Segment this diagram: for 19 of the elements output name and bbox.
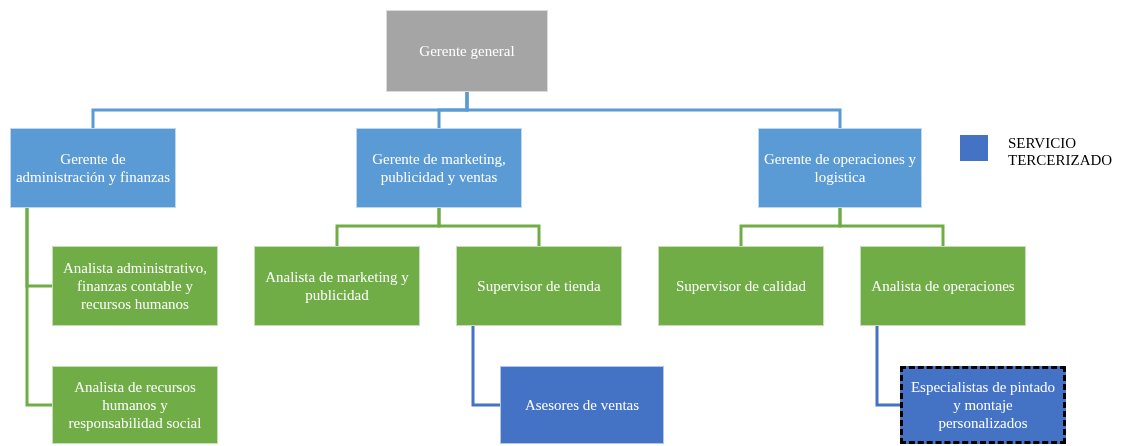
department-box: Gerente de operaciones y logistica bbox=[758, 128, 922, 208]
position-box: Supervisor de tienda bbox=[456, 246, 622, 326]
position-box: Analista de operaciones bbox=[860, 246, 1026, 326]
legend-text: SERVICIO TERCERIZADO bbox=[1008, 135, 1114, 170]
connector-line bbox=[875, 326, 900, 407]
connector-line bbox=[838, 208, 945, 246]
position-box: Analista administrativo, finanzas contable y recursos humanos bbox=[52, 246, 218, 326]
outsourced-box: Asesores de ventas bbox=[500, 366, 664, 444]
position-box: Analista de recursos humanos y responsabilidad social bbox=[52, 366, 218, 444]
manager-box: Gerente general bbox=[386, 10, 548, 92]
department-box: Gerente de administración y finanzas bbox=[10, 128, 176, 208]
connector-line bbox=[471, 326, 500, 407]
connector-line bbox=[25, 208, 52, 407]
outsourced-box: Especialistas de pintado y montaje personalizados bbox=[900, 366, 1066, 444]
position-box: Analista de marketing y publicidad bbox=[254, 246, 420, 326]
connector-line bbox=[465, 92, 842, 128]
position-box: Supervisor de calidad bbox=[658, 246, 824, 326]
department-box: Gerente de marketing, publicidad y ventas bbox=[356, 128, 522, 208]
connector-line bbox=[437, 208, 541, 246]
